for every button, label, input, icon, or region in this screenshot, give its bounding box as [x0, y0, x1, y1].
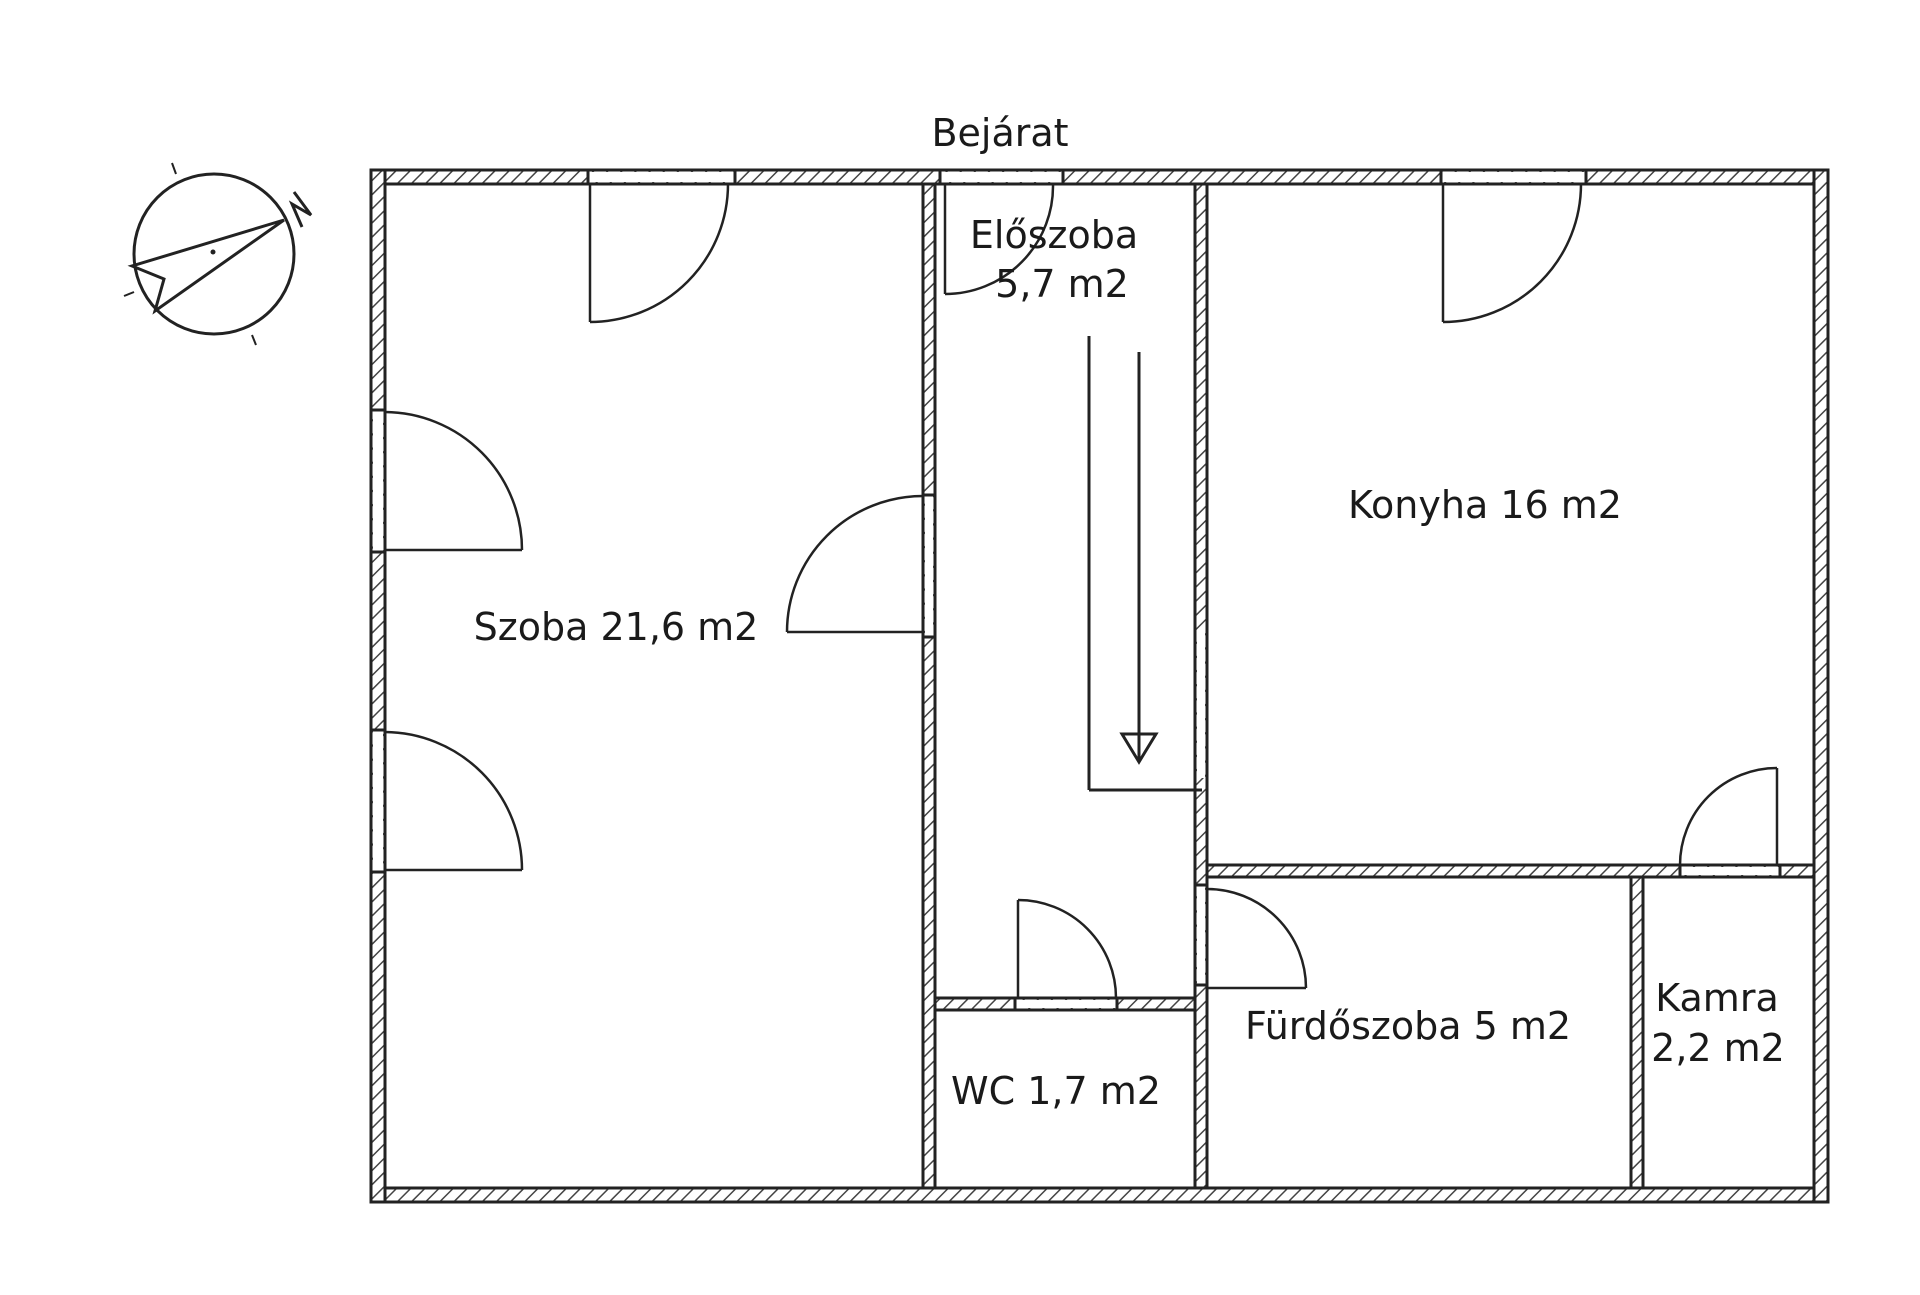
- outer-wall-bottom: [369, 1186, 1830, 1204]
- outer-wall-left: [369, 168, 387, 1204]
- wall-szoba-hall: [921, 182, 937, 1190]
- door-szoba-top: [586, 170, 737, 324]
- stairs: [1087, 336, 1202, 792]
- stairs-arrow-icon: [1119, 732, 1159, 765]
- wall-furdo-kamra: [1629, 875, 1645, 1190]
- wall-konyha-bottom: [1205, 863, 1816, 879]
- door-szoba-hall: [785, 493, 935, 639]
- room-eloszoba-name: Előszoba: [970, 213, 1138, 257]
- room-eloszoba-area: 5,7 m2: [995, 262, 1129, 306]
- north-label-icon: [288, 191, 313, 228]
- doors: [371, 170, 1782, 1010]
- room-kamra-area: 2,2 m2: [1651, 1026, 1785, 1070]
- openings: [373, 172, 1780, 1008]
- door-furdoszoba: [1195, 883, 1308, 990]
- outer-wall-right: [1812, 168, 1830, 1204]
- compass: [123, 162, 313, 346]
- door-konyha-top: [1439, 170, 1588, 324]
- door-wc: [1013, 898, 1119, 1010]
- room-kamra-name: Kamra: [1655, 976, 1778, 1020]
- compass-ring: [132, 172, 296, 336]
- entrance-label: Bejárat: [931, 111, 1068, 155]
- door-entrance: [938, 170, 1065, 296]
- labels: Bejárat Előszoba 5,7 m2 Konyha 16 m2 Szo…: [474, 111, 1785, 1113]
- room-szoba-label: Szoba 21,6 m2: [474, 605, 759, 649]
- compass-needle-icon: [127, 218, 285, 315]
- door-szoba-left-upper: [371, 408, 524, 554]
- door-szoba-left-lower: [371, 728, 524, 874]
- room-furdoszoba-label: Fürdőszoba 5 m2: [1245, 1004, 1571, 1048]
- room-wc-label: WC 1,7 m2: [951, 1069, 1161, 1113]
- room-konyha-label: Konyha 16 m2: [1348, 483, 1622, 527]
- door-kamra: [1678, 766, 1782, 877]
- walls: [369, 168, 1830, 1204]
